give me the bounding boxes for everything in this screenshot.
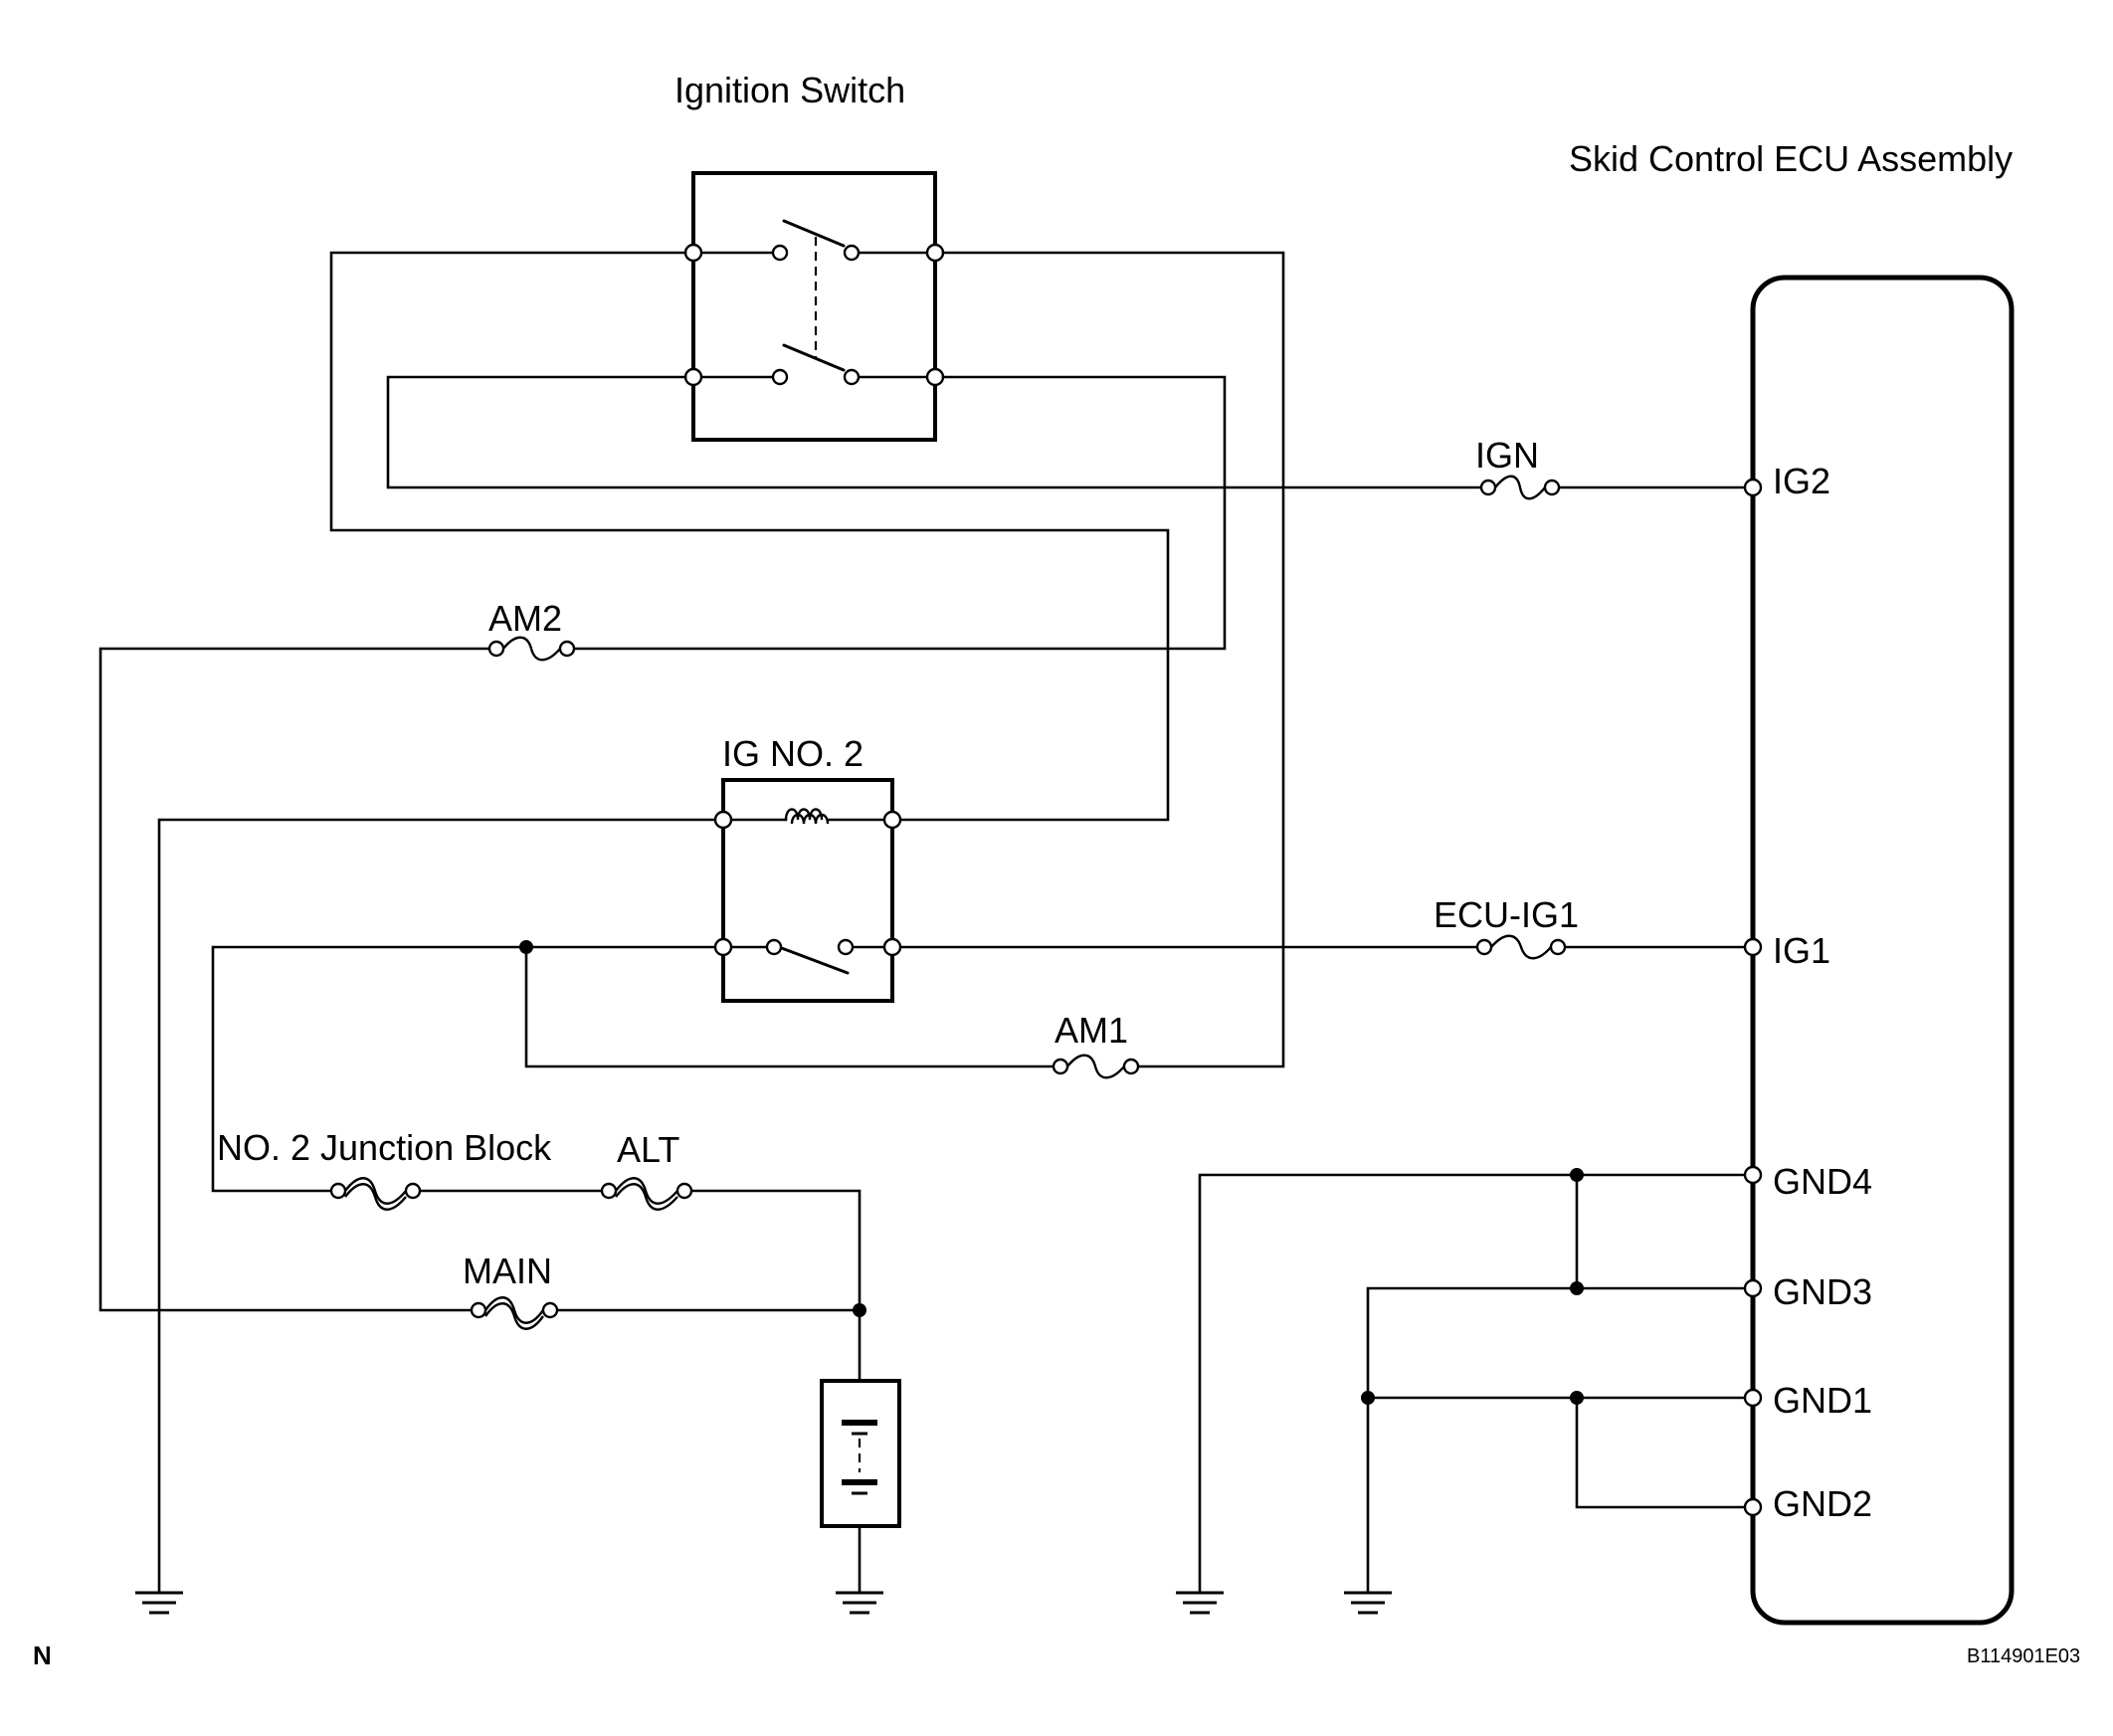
- skid-control-ecu: [1743, 275, 2015, 1626]
- fuse-ign: [1479, 475, 1561, 500]
- relay-label: IG NO. 2: [722, 733, 864, 774]
- battery: [820, 1379, 901, 1528]
- pin-label-ig2: IG2: [1773, 461, 1830, 501]
- corner-letter: N: [33, 1640, 52, 1670]
- junction-dots: [519, 940, 1584, 1405]
- pin-label-gnd3: GND3: [1773, 1271, 1872, 1312]
- ground-symbol-3: [1176, 1591, 1224, 1615]
- ignition-switch: [683, 171, 945, 442]
- fuse-am1: [1052, 1054, 1140, 1079]
- ground-symbol-2: [836, 1591, 883, 1615]
- pin-label-gnd2: GND2: [1773, 1483, 1872, 1524]
- wires: [98, 251, 1750, 1594]
- fuse-label-main: MAIN: [463, 1251, 552, 1291]
- fusible-link-alt: [600, 1177, 693, 1211]
- fuse-label-ecu-ig1: ECU-IG1: [1434, 894, 1579, 935]
- fusible-link-main: [470, 1296, 559, 1330]
- fuse-ecu-ig1: [1475, 934, 1567, 960]
- ecu-title: Skid Control ECU Assembly: [1569, 138, 2013, 179]
- fuse-label-ign: IGN: [1475, 435, 1539, 476]
- fuse-label-am2: AM2: [488, 598, 562, 639]
- ground-symbol-1: [135, 1591, 183, 1615]
- reference-code: B114901E03: [1967, 1645, 2080, 1667]
- fuse-label-am1: AM1: [1055, 1010, 1128, 1051]
- ground-symbol-4: [1344, 1591, 1392, 1615]
- pin-label-gnd1: GND1: [1773, 1380, 1872, 1421]
- ig-no2-relay: [713, 778, 902, 1003]
- junction-block-label: NO. 2 Junction Block: [217, 1127, 552, 1168]
- pin-label-ig1: IG1: [1773, 930, 1830, 971]
- pin-label-gnd4: GND4: [1773, 1161, 1872, 1202]
- ignition-switch-title: Ignition Switch: [674, 70, 905, 110]
- fuse-label-alt: ALT: [617, 1129, 679, 1170]
- fusible-link-junction: [329, 1177, 422, 1211]
- fuse-am2: [487, 636, 576, 662]
